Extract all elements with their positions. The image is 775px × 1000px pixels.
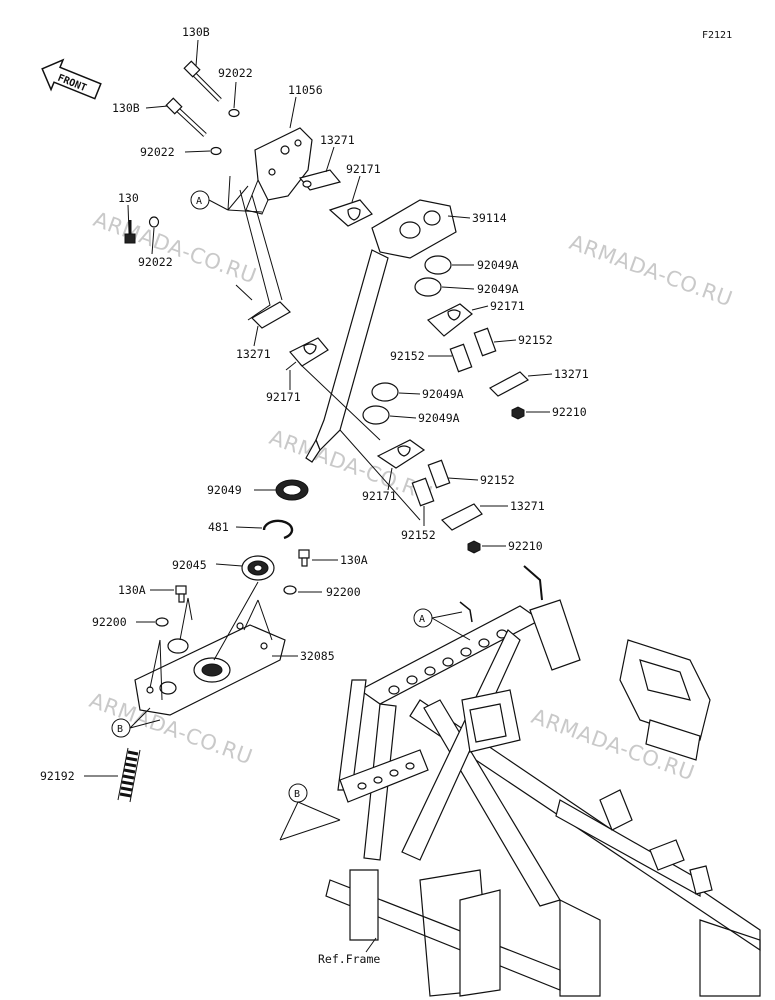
part-label: 92022 [138, 255, 173, 269]
washer-92022 [228, 108, 240, 118]
part-label: 39114 [472, 211, 507, 225]
nut-92210 [511, 406, 525, 420]
part-label: 11056 [288, 83, 323, 97]
part-label: 130A [118, 583, 146, 597]
collar-92152 [427, 459, 451, 489]
part-label: 92049A [418, 411, 460, 425]
clamp-13271 [251, 301, 291, 329]
holder-92171 [376, 439, 426, 469]
cap-39114 [371, 199, 457, 259]
part-label: 92049A [477, 258, 519, 272]
frame [325, 565, 761, 997]
washer-92200 [155, 617, 169, 627]
svg-text:B: B [117, 724, 123, 735]
nut-92210 [467, 540, 481, 554]
bolt-130a [175, 585, 187, 603]
part-label: 130B [182, 25, 210, 39]
part-label: 13271 [554, 367, 589, 381]
svg-text:B: B [294, 789, 300, 800]
part-label: 92152 [518, 333, 553, 347]
callout-a: A [413, 608, 433, 628]
part-label: 92049A [422, 387, 464, 401]
washer-92200 [283, 585, 297, 595]
ref-frame-label: Ref.Frame [318, 952, 380, 966]
circlip-481 [262, 519, 294, 540]
part-label: 92152 [480, 473, 515, 487]
washer-92022 [210, 146, 222, 156]
oring-92049a [371, 382, 399, 402]
bracket-11056 [245, 127, 313, 215]
figure-code: F2121 [702, 30, 732, 41]
svg-text:A: A [419, 614, 425, 625]
washer-92022 [148, 216, 160, 228]
part-label: 92152 [401, 528, 436, 542]
svg-text:A: A [196, 196, 202, 207]
part-label: 92200 [92, 615, 127, 629]
part-label: 92210 [552, 405, 587, 419]
oring-92049a [424, 255, 452, 275]
holder-92171 [426, 303, 473, 337]
part-label: 92045 [172, 558, 207, 572]
clamp-13271 [440, 503, 483, 531]
callout-b: B [111, 718, 131, 738]
collar-92152 [473, 327, 497, 357]
watermark: ARMADA-CO.RU [90, 207, 260, 288]
oring-92049a [414, 277, 442, 297]
callout-a: A [190, 190, 210, 210]
part-label: 32085 [300, 649, 335, 663]
plate-32085 [134, 622, 286, 716]
part-label: 92210 [508, 539, 543, 553]
bushing-92171 [289, 337, 329, 367]
watermark: ARMADA-CO.RU [566, 230, 736, 311]
callout-b: B [288, 783, 308, 803]
oring-92049a [362, 405, 390, 425]
part-label: 92171 [362, 489, 397, 503]
clamp-13271 [298, 169, 342, 191]
steering-shaft [305, 249, 389, 463]
part-label: 92192 [40, 769, 75, 783]
front-arrow-icon: FRONT [41, 58, 102, 100]
part-label: 13271 [320, 133, 355, 147]
part-label: 130 [118, 191, 139, 205]
bolt-130b-top [183, 60, 222, 102]
bolt-130b-left [165, 97, 207, 137]
part-label: 92171 [266, 390, 301, 404]
spring-92192 [117, 747, 141, 803]
bushing-92171 [328, 199, 373, 227]
part-label: 92022 [218, 66, 253, 80]
bearing-92045 [241, 555, 275, 581]
part-label: 130B [112, 101, 140, 115]
part-label: 92171 [490, 299, 525, 313]
part-label: 92200 [326, 585, 361, 599]
bolt-130a [298, 549, 310, 567]
part-label: 92049 [207, 483, 242, 497]
part-label: 130A [340, 553, 368, 567]
part-label: 92171 [346, 162, 381, 176]
collar-92152 [411, 477, 435, 507]
bolt-130 [124, 220, 136, 244]
clamp-13271 [489, 371, 529, 397]
part-label: 92152 [390, 349, 425, 363]
collar-92152 [449, 343, 473, 373]
part-label: 481 [208, 520, 229, 534]
part-label: 92022 [140, 145, 175, 159]
part-label: 92049A [477, 282, 519, 296]
part-label: 13271 [510, 499, 545, 513]
part-label: 13271 [236, 347, 271, 361]
